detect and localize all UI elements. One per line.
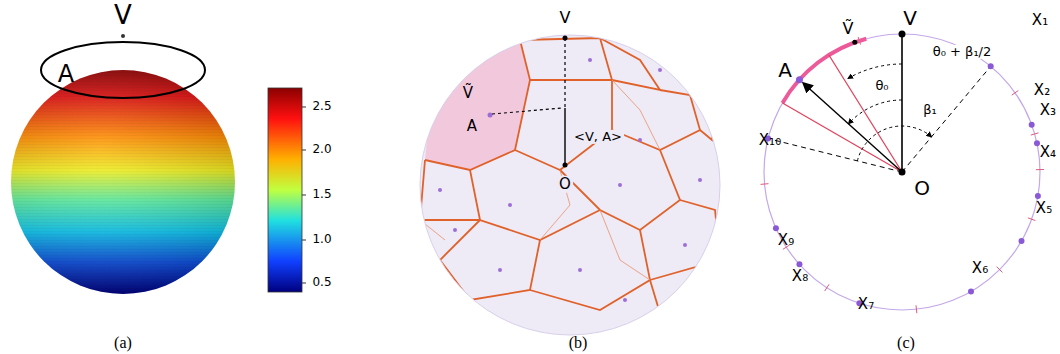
a-ray: [804, 84, 902, 172]
colorbar-tick: 1.5: [310, 188, 333, 201]
point-label: X₁₀: [757, 132, 783, 149]
colorbar: [268, 88, 306, 292]
angle-arc: [848, 100, 902, 124]
dashed-ray: [768, 139, 902, 172]
sample-point: [773, 225, 779, 231]
unit-circle: [764, 34, 1040, 310]
axis-label: V: [901, 7, 919, 29]
pink-arc: [782, 39, 866, 103]
vtilde-point: [852, 40, 857, 45]
cell-tick: [761, 183, 769, 185]
point-label: X₇: [856, 296, 876, 313]
colorbar-tick: 2.5: [310, 100, 333, 113]
angle-label: θ₀ + β₁/2: [931, 45, 993, 59]
region-label: A: [56, 61, 76, 87]
cell-tick: [916, 305, 918, 313]
cell-tick: [825, 284, 829, 291]
cell-tick: [997, 267, 1003, 273]
voronoi-sphere: [415, 35, 720, 335]
axis-label: V: [558, 9, 573, 27]
point-label: Ṽ: [841, 20, 856, 38]
point-label: Ṽ: [461, 85, 475, 102]
point-label: X₉: [776, 232, 796, 249]
panel-caption: (c): [895, 334, 917, 352]
point-label: A: [465, 118, 479, 135]
colorbar-tick: 0.5: [310, 276, 333, 289]
sample-point: [1029, 122, 1035, 128]
angle-label: β₁: [921, 103, 939, 117]
dashed-ray: [902, 66, 991, 172]
origin-label: O: [557, 176, 573, 193]
point-label: X₈: [790, 268, 810, 285]
point-label: A: [776, 59, 794, 81]
point-label: X₃: [1038, 102, 1058, 119]
sample-point: [968, 289, 974, 295]
angle-label: θ₀: [873, 79, 890, 93]
red-ray: [829, 55, 902, 172]
inner-product-label: <V, A>: [572, 130, 624, 144]
cell-tick: [1028, 218, 1036, 221]
sphere-a: [11, 34, 235, 294]
panel-caption: (b): [567, 334, 590, 352]
origin-label: O: [912, 177, 932, 199]
angle-arc: [857, 126, 931, 161]
cell-tick: [1031, 133, 1039, 135]
point-label: X₅: [1034, 200, 1054, 217]
cell-tick: [1012, 91, 1019, 96]
circle-diagram: [761, 31, 1044, 314]
axis-label: V: [112, 1, 134, 30]
red-ray: [782, 103, 902, 172]
sample-point: [1035, 193, 1041, 199]
sample-point: [796, 261, 802, 267]
colorbar-tick: 2.0: [310, 143, 333, 156]
panel-caption: (a): [112, 334, 134, 352]
colorbar-tick: 1.0: [310, 233, 333, 246]
v-ray: [901, 34, 903, 172]
sample-point: [1019, 238, 1025, 244]
point-label: X₂: [1032, 82, 1052, 99]
cell-tick: [1036, 169, 1044, 170]
sample-point: [988, 63, 994, 69]
point-label: X₁: [1030, 12, 1050, 29]
angle-arc: [848, 64, 902, 78]
origin-point: [899, 169, 906, 176]
v-point: [899, 31, 906, 38]
sample-point: [1034, 140, 1040, 146]
a-point: [796, 76, 803, 83]
point-label: X₆: [970, 260, 990, 277]
point-label: X₄: [1038, 144, 1058, 161]
